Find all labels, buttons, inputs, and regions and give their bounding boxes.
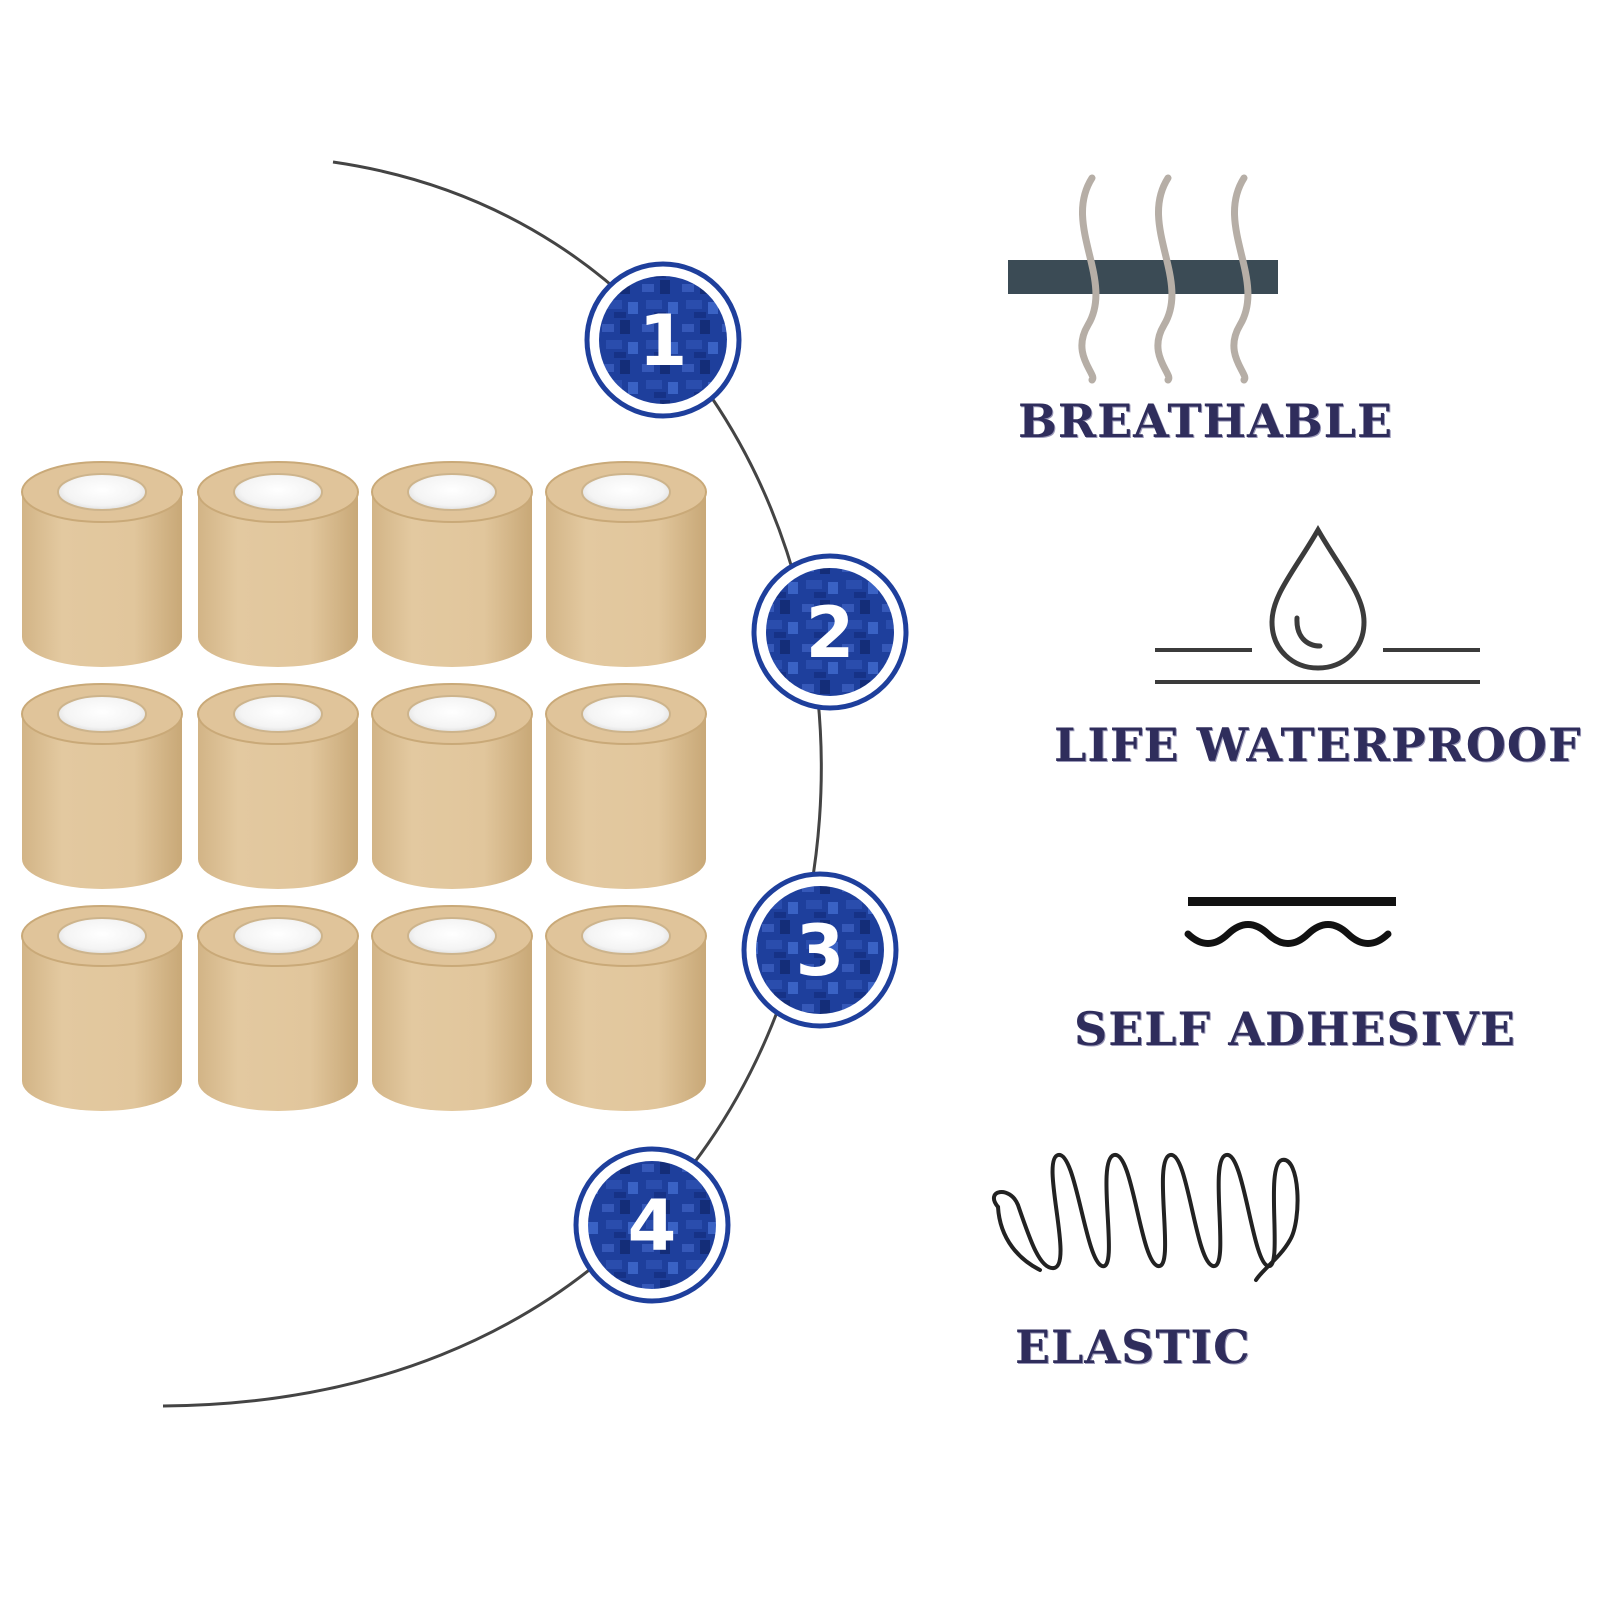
feature-label-elastic: ELASTIC (1015, 1320, 1251, 1374)
step-badge-2: 2 (751, 553, 909, 711)
step-number: 1 (639, 300, 688, 382)
step-badges: 1 2 3 4 (573, 261, 909, 1304)
adhesive-wave-icon (1184, 897, 1396, 947)
feature-label-breathable: BREATHABLE (1018, 394, 1394, 448)
timeline-arc (162, 160, 823, 1408)
bandage-roll (371, 461, 533, 667)
step-number: 4 (628, 1185, 677, 1267)
feature-label-waterproof: LIFE WATERPROOF (1054, 718, 1582, 772)
bandage-roll (545, 461, 707, 667)
step-number: 2 (806, 592, 855, 674)
waterproof-drop-icon (1155, 524, 1480, 684)
step-badge-4: 4 (573, 1146, 731, 1304)
bandage-roll (197, 461, 359, 667)
step-badge-1: 1 (584, 261, 742, 419)
bandage-roll (371, 683, 533, 889)
bandage-roll (197, 683, 359, 889)
bandage-roll (21, 683, 183, 889)
feature-label-self-adhesive: SELF ADHESIVE (1074, 1002, 1516, 1056)
step-badge-3: 3 (741, 871, 899, 1029)
bandage-roll (197, 905, 359, 1111)
bandage-roll (21, 461, 183, 667)
bandage-roll (545, 905, 707, 1111)
bandage-roll (21, 905, 183, 1111)
step-number: 3 (796, 910, 845, 992)
elastic-spring-icon (991, 1153, 1300, 1282)
bandage-roll (545, 683, 707, 889)
bandage-rolls-grid (21, 461, 707, 1111)
bandage-roll (371, 905, 533, 1111)
breathable-icon (1008, 174, 1278, 384)
